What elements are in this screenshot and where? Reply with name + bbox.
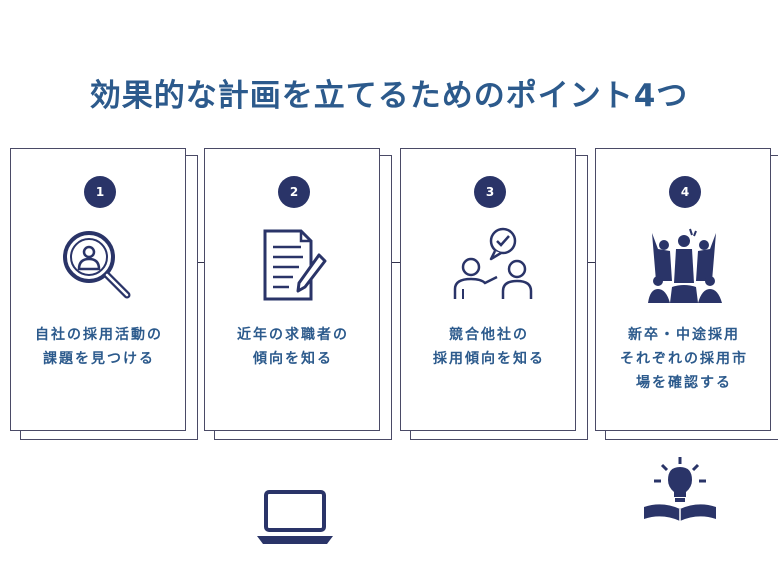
step-number-badge: 1: [84, 176, 116, 208]
step-label: 新卒・中途採用 それぞれの採用市 場を確認する: [596, 323, 772, 395]
step-label: 自社の採用活動の 課題を見つける: [11, 323, 187, 371]
step-number-badge: 3: [474, 176, 506, 208]
card-panel: 2 近年の求職者の 傾向を知る: [204, 148, 380, 431]
step-label-line: それぞれの採用市: [620, 351, 748, 367]
lightbulb-book-icon: [644, 457, 716, 521]
step-label: 近年の求職者の 傾向を知る: [205, 323, 381, 371]
step-card-1: 1 自社の採用活動の 課題を見つける: [10, 148, 198, 440]
step-card-2: 2 近年の求職者の 傾向を知る: [204, 148, 392, 440]
step-label-line: 採用傾向を知る: [433, 351, 545, 367]
laptop-icon: [257, 490, 333, 544]
step-label-line: 場を確認する: [636, 375, 732, 391]
document-pen-icon: [263, 229, 327, 301]
step-label-line: 新卒・中途採用: [628, 327, 740, 343]
step-label-line: 課題を見つける: [43, 351, 155, 367]
page-title: 効果的な計画を立てるためのポイント4つ: [89, 78, 689, 114]
step-label: 競合他社の 採用傾向を知る: [401, 323, 577, 371]
magnifier-person-icon: [63, 231, 131, 299]
card-panel: 4 新卒・中途採用 それぞれの採用市 場を確認する: [595, 148, 771, 431]
step-label-line: 自社の採用活動の: [35, 327, 163, 343]
step-label-line: 傾向を知る: [253, 351, 333, 367]
card-panel: 1 自社の採用活動の 課題を見つける: [10, 148, 186, 431]
step-card-3: 3 競合他社の 採用傾向を知る: [400, 148, 588, 440]
step-label-line: 近年の求職者の: [237, 327, 349, 343]
card-panel: 3 競合他社の 採用傾向を知る: [400, 148, 576, 431]
step-card-4: 4 新卒・中途採用 それぞれの採用市 場を確認する: [595, 148, 778, 440]
people-discussion-icon: [453, 227, 533, 299]
step-number-badge: 2: [278, 176, 310, 208]
step-label-line: 競合他社の: [449, 327, 529, 343]
step-number-badge: 4: [669, 176, 701, 208]
group-cheering-icon: [648, 228, 722, 303]
